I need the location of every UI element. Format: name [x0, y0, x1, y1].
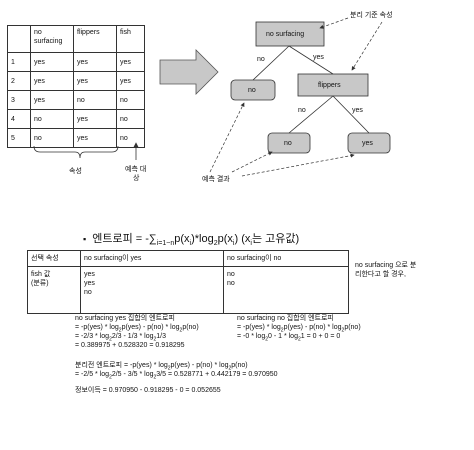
formula-part: p(yes) - p(no) * log [283, 324, 342, 331]
leaf-yes-label: yes [362, 140, 373, 147]
formula-sub: 2 [118, 327, 122, 334]
predict-callout-1 [209, 102, 245, 173]
table-row: 2 yes yes yes [7, 71, 145, 91]
header-cell: no surfacing이 yes [80, 250, 224, 267]
calc-left-title: no surfacing yes 집합의 엔트로피 [75, 315, 175, 322]
formula-part: 분리전 엔트로피 = -p(yes) * log [75, 362, 168, 369]
formula-sub: 2 [297, 336, 301, 343]
edge-label-yes-2: yes [352, 107, 363, 114]
formula-part: 는 고유값) [251, 233, 300, 245]
formula-sub: i [232, 240, 235, 248]
formula-part: ) (x [234, 233, 251, 245]
formula-part: p(no) [182, 324, 199, 331]
bullet-icon: ▪ [83, 234, 87, 244]
dataset-table: no surfacing flippers fish 1 yes yes yes… [7, 25, 145, 148]
formula-sub: 2 [280, 327, 284, 334]
calc-left-line2: = -2/3 * log22/3 - 1/3 * log21/3 [75, 332, 166, 343]
calc-before-line2: = -2/5 * log22/5 - 3/5 * log23/5 = 0.528… [75, 370, 278, 381]
formula-part: p(yes) - p(no) * log [121, 324, 180, 331]
table-cell: no [30, 128, 74, 148]
edge-flippers-no [288, 95, 334, 134]
split-attribute-label: 분리 기준 속성 [350, 12, 393, 19]
edge-flippers-yes [332, 95, 370, 134]
formula-part: 2/5 - 3/5 * log [111, 371, 154, 378]
formula-part: 엔트로피 = -∑ [92, 233, 157, 245]
split-callout-2 [351, 21, 383, 71]
formula-part: 3/5 = 0.528771 + 0.442179 = 0.970950 [156, 371, 278, 378]
table-row: 5 no yes no [7, 128, 145, 148]
formula-part: p(x [174, 233, 190, 245]
calc-left-line1: = -p(yes) * log2p(yes) - p(no) * log2p(n… [75, 323, 199, 334]
formula-sub: i [189, 240, 192, 248]
formula-part: p(no) [344, 324, 361, 331]
table-cell: fish 값 (분류) [27, 266, 81, 314]
edge-label-yes: yes [313, 54, 324, 61]
predict-result-label: 예측 결과 [202, 176, 230, 183]
calc-right-line2: = -0 * log20 - 1 * log21 = 0 + 0 = 0 [237, 332, 341, 343]
formula-part: = -2/5 * log [75, 371, 110, 378]
calc-before-line1: 분리전 엔트로피 = -p(yes) * log2p(yes) - p(no) … [75, 361, 248, 372]
leaf-no-1-label: no [248, 87, 256, 94]
formula-part: p(yes) - p(no) * log [170, 362, 229, 369]
formula-sub: 2 [341, 327, 345, 334]
formula-sub: 2 [153, 336, 157, 343]
predict-callout-2 [231, 151, 273, 173]
formula-part: = -p(yes) * log [237, 324, 281, 331]
edge-label-no-2: no [298, 107, 306, 114]
target-label-1: 예측 대 [125, 166, 147, 173]
calc-left-line3: = 0.389975 + 0.528320 = 0.918295 [75, 342, 185, 349]
formula-sub: 2 [109, 336, 112, 343]
formula-part: 1/3 [156, 333, 166, 340]
table-cell: no [116, 109, 145, 129]
formula-sub: 2 [179, 327, 183, 334]
formula-part: )*log [191, 233, 214, 245]
entropy-formula-title: ▪엔트로피 = -∑i=1~np(xi)*log2p(xi) (xi는 고유값) [83, 230, 300, 248]
edge-root-yes [288, 45, 334, 75]
formula-sub: i [250, 240, 252, 248]
attribute-label: 속성 [69, 168, 82, 175]
big-arrow-icon [159, 49, 219, 95]
formula-part: = -p(yes) * log [75, 324, 119, 331]
leaf-no-2-label: no [284, 140, 292, 147]
split-table: 선택 속성 no surfacing이 yes no surfacing이 no… [27, 250, 349, 314]
root-node-box [255, 21, 325, 47]
formula-sub: 2 [213, 240, 218, 248]
formula-part: p(x [217, 233, 233, 245]
table-row: fish 값 (분류) yes yes no no no [27, 266, 349, 314]
info-gain-line: 정보이득 = 0.970950 - 0.918295 - 0 = 0.05265… [75, 387, 221, 394]
table-row: 4 no yes no [7, 109, 145, 129]
formula-sub: i=1~n [156, 240, 175, 248]
formula-sub: 2 [228, 365, 232, 372]
formula-part: = -2/3 * log [75, 333, 110, 340]
calc-right-line1: = -p(yes) * log2p(yes) - p(no) * log2p(n… [237, 323, 361, 334]
flippers-node-label: flippers [318, 82, 341, 89]
header-cell: 선택 속성 [27, 250, 81, 267]
formula-part: 1 = 0 + 0 = 0 [300, 333, 341, 340]
side-note-2: 리한다고 할 경우, [355, 271, 406, 278]
table-row: 3 yes no no [7, 90, 145, 110]
formula-part: 0 - 1 * log [268, 333, 298, 340]
edge-label-no: no [257, 56, 265, 63]
target-label-2: 상 [133, 175, 140, 182]
table-cell: yes yes no [80, 266, 224, 314]
table-header-row: 선택 속성 no surfacing이 yes no surfacing이 no [27, 250, 349, 267]
attribute-brace [33, 145, 119, 159]
side-note-1: no surfacing 으로 분 [355, 262, 417, 269]
formula-sub: 2 [265, 336, 268, 343]
formula-sub: 2 [153, 374, 157, 381]
edge-root-no [252, 45, 290, 81]
formula-part: = -0 * log [237, 333, 266, 340]
formula-sub: 2 [109, 374, 112, 381]
formula-part: 2/3 - 1/3 * log [111, 333, 154, 340]
predict-callout-3 [241, 153, 355, 177]
header-cell: no surfacing이 no [223, 250, 349, 267]
table-cell: no no [223, 266, 349, 314]
root-node-label: no surfacing [266, 31, 305, 38]
formula-sub: 2 [167, 365, 171, 372]
calc-right-title: no surfacing no 집합의 엔트로피 [237, 315, 334, 322]
formula-part: p(no) [231, 362, 248, 369]
